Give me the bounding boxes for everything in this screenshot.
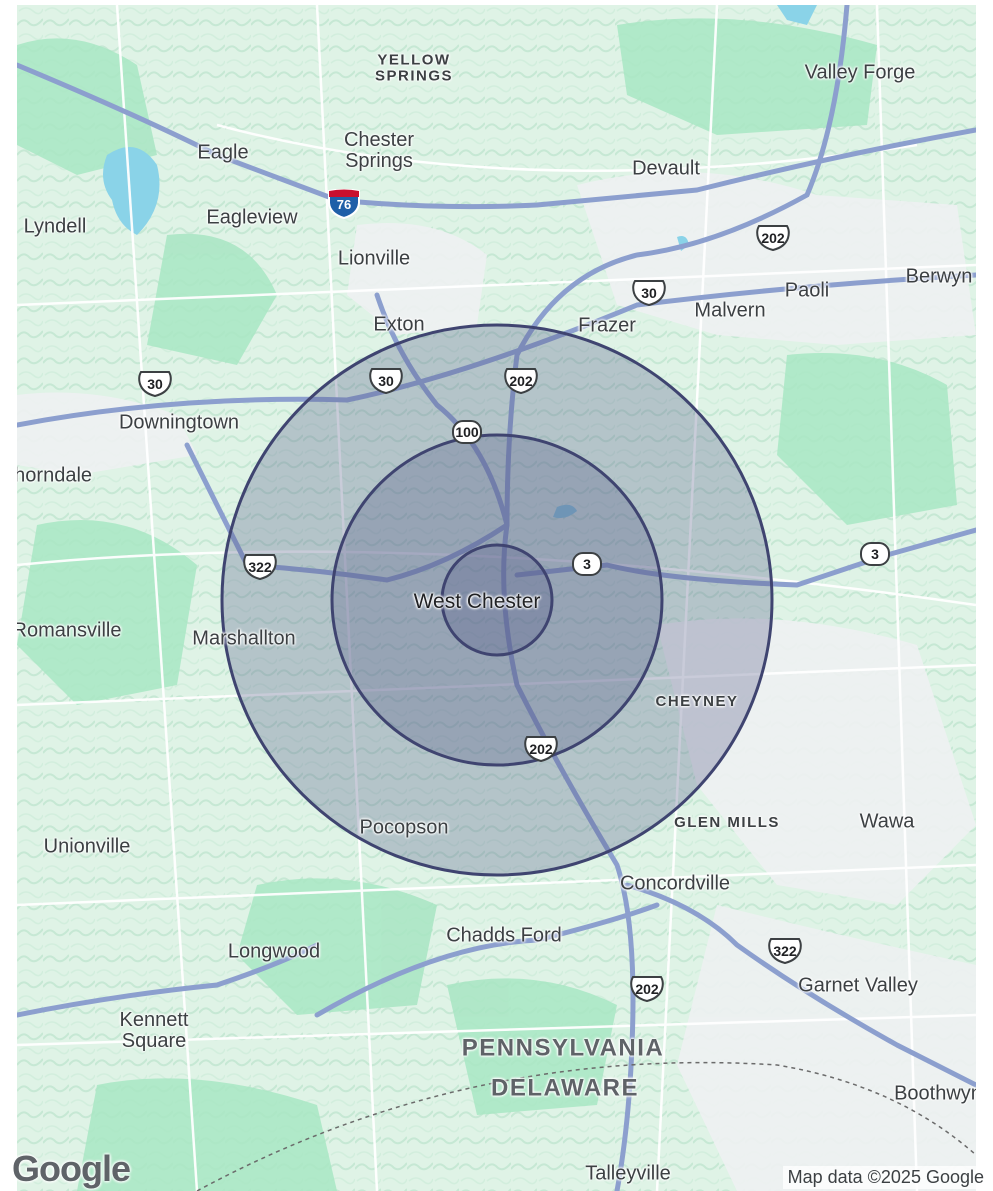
town-label-eagle: Eagle xyxy=(197,141,249,164)
state-shield-icon xyxy=(572,552,602,576)
pa3-road xyxy=(514,527,976,588)
us-shield-icon xyxy=(632,280,666,306)
town-label-eagleview: Eagleview xyxy=(206,206,298,229)
radius-rings xyxy=(220,323,774,877)
town-label-romansville: Romansville xyxy=(17,619,122,642)
town-label-malvern: Malvern xyxy=(694,299,766,322)
route-shield-us322-east: 322 xyxy=(767,938,803,964)
us-shield-icon xyxy=(504,368,538,394)
route-number: 30 xyxy=(378,373,394,389)
town-label-valley-forge: Valley Forge xyxy=(804,61,916,84)
route-shield-i76: 76 xyxy=(326,189,362,219)
radius-ring-3 xyxy=(220,323,774,877)
pa100-road xyxy=(374,292,510,528)
us-shield-icon xyxy=(524,736,558,762)
route-number: 202 xyxy=(529,741,553,757)
route-shield-pa100: 100 xyxy=(452,420,482,444)
radius-ring-2 xyxy=(330,433,664,767)
town-label-paoli: Paoli xyxy=(784,279,830,302)
town-label-lyndell: Lyndell xyxy=(23,215,87,238)
route-shield-pa3-east: 3 xyxy=(860,542,890,566)
town-label-boothwyn: Boothwyn xyxy=(894,1082,976,1105)
route-shield-us202-south: 202 xyxy=(523,736,559,762)
town-label-pocopson: Pocopson xyxy=(359,816,449,839)
town-label-downingtown: Downingtown xyxy=(118,411,240,434)
town-label-marshallton: Marshallton xyxy=(192,627,296,650)
minor-roads xyxy=(17,5,976,1191)
route-shield-us30-east: 30 xyxy=(631,280,667,306)
route-number: 202 xyxy=(509,373,533,389)
us322-west-road xyxy=(184,442,510,583)
route-shield-us30-exton: 30 xyxy=(368,368,404,394)
route-shield-us202-north: 202 xyxy=(755,225,791,251)
route-shield-pa3-center: 3 xyxy=(572,552,602,576)
route-number: 322 xyxy=(248,559,272,575)
town-label-wawa: Wawa xyxy=(859,810,915,833)
town-label-berwyn: Berwyn xyxy=(905,265,973,288)
route-number: 76 xyxy=(336,196,352,212)
state-label-pennsylvania: PENNSYLVANIA xyxy=(461,1034,665,1062)
town-label-talleyville: Talleyville xyxy=(585,1162,671,1185)
town-label-devault: Devault xyxy=(632,157,700,180)
us-shield-icon xyxy=(369,368,403,394)
town-label-glen-mills: GLEN MILLS xyxy=(674,814,780,832)
route-number: 322 xyxy=(773,943,797,959)
town-label-lionville: Lionville xyxy=(337,247,411,270)
highways xyxy=(17,5,976,1191)
route-number: 30 xyxy=(641,285,657,301)
route-chadds-ford-road xyxy=(314,902,660,1018)
route-number: 202 xyxy=(761,230,785,246)
water-bodies xyxy=(103,5,817,519)
town-label-concordville: Concordville xyxy=(619,872,731,895)
route-number: 3 xyxy=(871,546,879,562)
town-label-thorndale: Thorndale xyxy=(17,464,93,487)
map-base-layer xyxy=(17,5,976,1191)
town-label-frazer: Frazer xyxy=(578,314,636,337)
town-label-cheyney: CHEYNEY xyxy=(655,693,739,711)
i76-road xyxy=(17,62,976,210)
route-number: 202 xyxy=(635,981,659,997)
us-shield-icon xyxy=(630,976,664,1002)
interstate-shield-icon xyxy=(328,189,360,219)
city-label-west-chester: West Chester xyxy=(413,589,541,613)
park-areas xyxy=(17,18,957,1191)
route-shield-us322-west: 322 xyxy=(242,554,278,580)
route-shield-us202-far-south: 202 xyxy=(629,976,665,1002)
us-shield-icon xyxy=(768,938,802,964)
us322-east-road xyxy=(624,882,976,1088)
us30-road xyxy=(17,272,976,428)
town-label-exton: Exton xyxy=(373,313,425,336)
state-label-delaware: DELAWARE xyxy=(490,1074,640,1102)
route-shield-us30-west: 30 xyxy=(137,371,173,397)
town-label-chadds-ford: Chadds Ford xyxy=(446,924,562,947)
route-number: 30 xyxy=(147,376,163,392)
us-shield-icon xyxy=(756,225,790,251)
route-shield-us202-exton: 202 xyxy=(503,368,539,394)
google-logo: Google xyxy=(12,1148,131,1189)
town-label-garnet-valley: Garnet Valley xyxy=(798,974,918,997)
town-label-unionville: Unionville xyxy=(43,835,131,858)
radius-ring-1 xyxy=(440,543,554,657)
us-shield-icon xyxy=(243,554,277,580)
route-number: 3 xyxy=(583,556,591,572)
state-border-line xyxy=(196,1061,976,1191)
town-label-longwood: Longwood xyxy=(227,940,321,963)
route-number: 100 xyxy=(455,424,479,440)
state-shield-icon xyxy=(860,542,890,566)
us-shield-icon xyxy=(138,371,172,397)
state-shield-icon xyxy=(452,420,482,444)
map-attribution[interactable]: Map data ©2025 Google xyxy=(782,1166,989,1189)
route-kennett-road xyxy=(17,942,320,1018)
